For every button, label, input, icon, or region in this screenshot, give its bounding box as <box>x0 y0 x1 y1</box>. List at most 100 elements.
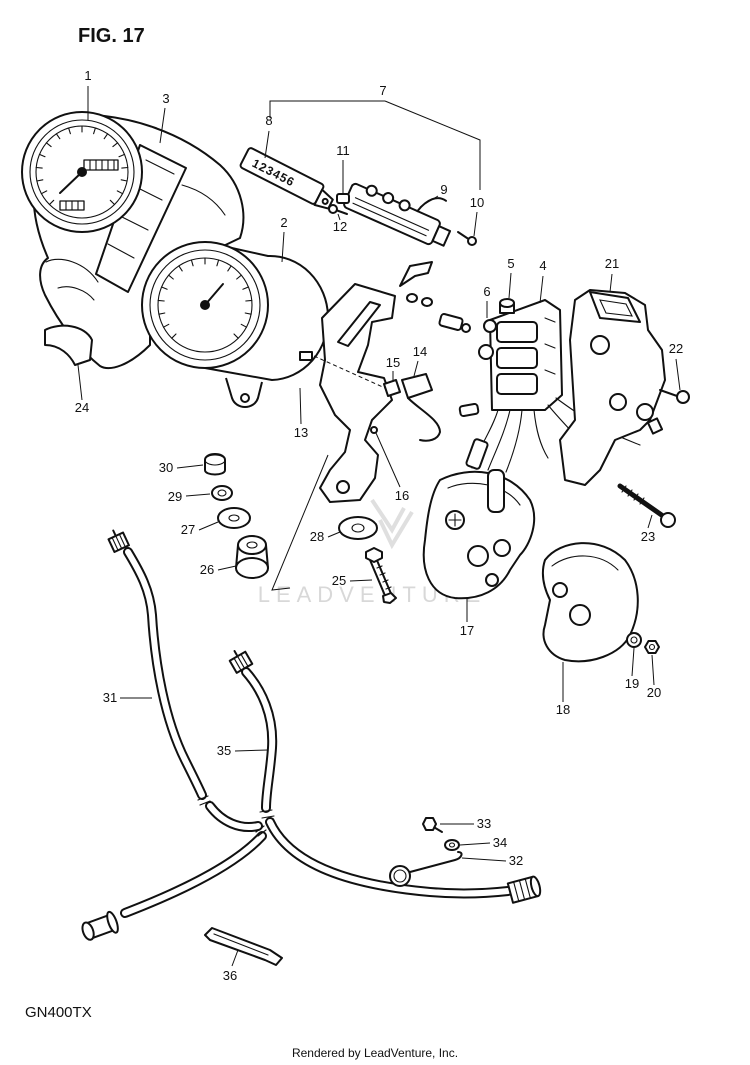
model-code: GN400TX <box>25 1004 92 1021</box>
callout-36: 36 <box>223 968 237 983</box>
cable-upper-fitting <box>107 529 130 554</box>
lamp-socket <box>496 347 538 369</box>
bracket-rivet <box>370 426 378 434</box>
switch-cover-window <box>599 299 633 317</box>
callout-10: 10 <box>470 195 484 210</box>
nut-hole <box>648 643 656 651</box>
cap-body <box>204 453 226 476</box>
socket-cap <box>483 319 497 333</box>
callout-19: 19 <box>625 676 639 691</box>
screw-head <box>676 390 690 404</box>
cable-guide-32 <box>389 851 463 887</box>
bolt-thread <box>621 485 645 505</box>
washer-hole <box>630 636 638 644</box>
case-body <box>422 470 536 600</box>
screw-shaft <box>659 389 678 397</box>
lamp-socket <box>496 321 538 343</box>
bolt-tip <box>382 592 397 604</box>
tachometer-mount-ear <box>225 377 263 408</box>
tachometer-cable <box>228 650 542 904</box>
guide-ring <box>389 865 411 887</box>
speedometer-needle <box>59 171 83 194</box>
washer-29 <box>211 485 233 501</box>
callout-12: 12 <box>333 219 347 234</box>
callout-35: 35 <box>217 743 231 758</box>
callouts: 1 2 3 4 5 6 7 8 9 10 11 12 13 14 15 16 1… <box>75 68 683 983</box>
callout-20: 20 <box>647 685 661 700</box>
callout-25: 25 <box>332 573 346 588</box>
callout-23: 23 <box>641 529 655 544</box>
cover-shell <box>541 542 639 663</box>
bolt-head <box>422 817 437 831</box>
callout-34: 34 <box>493 835 507 850</box>
case-cable-sleeve <box>487 469 505 513</box>
cover-rim <box>551 555 619 571</box>
callout-6: 6 <box>483 284 490 299</box>
cable-break-marks <box>259 809 275 819</box>
screw-head <box>328 204 338 214</box>
callout-16: 16 <box>395 488 409 503</box>
callout-9: 9 <box>440 182 447 197</box>
bolt-25 <box>365 547 397 604</box>
grommet-26 <box>235 535 269 579</box>
fitting-knurl <box>233 653 249 671</box>
speedometer <box>21 111 143 233</box>
cover-hole <box>552 582 568 598</box>
fitting-knurl <box>513 878 531 902</box>
case-hole <box>485 573 499 587</box>
callout-18: 18 <box>556 702 570 717</box>
indicator-bulb-holder <box>343 182 452 247</box>
washer-outer <box>211 485 233 501</box>
tachometer-hub <box>200 300 210 310</box>
socket-plug <box>458 402 480 418</box>
assembly-bracket-line <box>269 100 481 190</box>
indicator-panel-tab-hole <box>321 197 329 205</box>
harness-grommet <box>465 438 489 470</box>
odometer-digits <box>89 159 115 171</box>
bracket-slot <box>337 301 381 347</box>
callout-13: 13 <box>294 425 308 440</box>
cable-lower-fitting <box>81 910 119 941</box>
housing-front-lobe <box>45 258 99 301</box>
fitting-flange <box>106 910 119 934</box>
assembly-dash-line <box>313 355 386 389</box>
grommet-base <box>235 557 269 579</box>
callout-31: 31 <box>103 690 117 705</box>
bulb-holder-tab <box>431 225 452 247</box>
bulb-socket-11 <box>336 193 350 204</box>
trip-meter-digits <box>65 200 79 211</box>
housing-indicator-strip <box>95 144 187 293</box>
washer-hole <box>228 514 240 522</box>
cable-sheath-inner <box>267 819 511 897</box>
cable-clamp-36 <box>204 927 283 966</box>
washer-hole <box>351 523 365 533</box>
callout-14: 14 <box>413 344 427 359</box>
callout-30: 30 <box>159 460 173 475</box>
washer-hole <box>448 842 456 848</box>
switch-cover <box>559 289 666 486</box>
callout-1: 1 <box>84 68 91 83</box>
washer-outer <box>338 516 378 540</box>
speedometer-cable <box>81 529 267 941</box>
lamp-bulb <box>609 393 627 411</box>
bolt-thread <box>376 565 392 590</box>
tachometer <box>141 241 329 408</box>
fitting-knurl <box>111 533 126 551</box>
socket-ring <box>478 344 494 360</box>
lamp-bracket <box>465 299 641 473</box>
meter-back-cover <box>541 542 639 663</box>
lamp-socket <box>646 417 664 435</box>
guide-wire <box>409 851 463 873</box>
socket-tip <box>461 323 471 333</box>
long-bolt-23 <box>617 483 676 528</box>
callout-4: 4 <box>539 258 546 273</box>
connector <box>406 293 418 303</box>
washer-outer <box>217 507 251 529</box>
washer-19 <box>626 632 642 648</box>
speedometer-hub <box>77 167 87 177</box>
lamp-bulb <box>590 335 610 355</box>
lamp-bracket-ribs <box>544 317 556 375</box>
mount-ear-hole <box>240 393 250 403</box>
screw-22 <box>659 389 690 404</box>
